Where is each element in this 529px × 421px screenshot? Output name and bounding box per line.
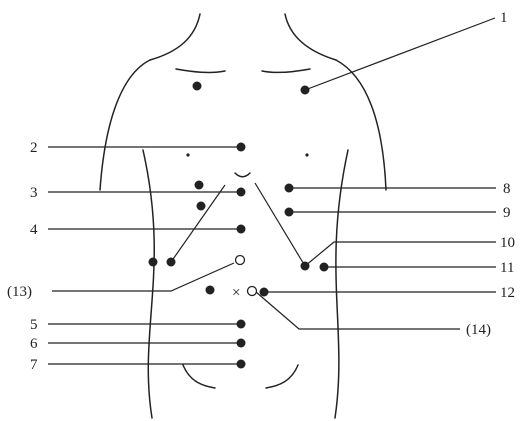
neck-right [285,14,336,60]
pubic-curve-right [266,365,298,388]
leader-diagonal-right [255,183,305,266]
point-7 [237,360,246,369]
shoulder-arm-left [100,60,150,190]
label-6: 6 [30,336,38,352]
point-2 [237,143,246,152]
label-1: 1 [500,10,508,26]
point-8 [285,184,294,193]
point-1 [301,86,310,95]
point-13-open [236,256,245,265]
leader-diagonal-left [171,185,225,262]
label-2: 2 [30,140,38,156]
torso-outline [100,14,386,418]
leader-1 [305,18,495,90]
nipple-right [305,153,308,156]
neck-left [150,14,200,60]
label-3: 3 [30,185,38,201]
point-left-lower-abdomen [206,286,215,295]
point-9 [285,208,294,217]
point-left-upper-abdomen-a [195,181,204,190]
label-10: 10 [500,235,515,251]
point-5 [237,320,246,329]
waist-left [143,150,154,418]
leader-13 [52,263,234,291]
nipple-left [186,153,189,156]
point-left-flank-inner [167,258,176,267]
solid-points [149,82,329,369]
leader-14 [256,292,460,329]
leader-10 [305,242,496,266]
leader-lines [48,18,496,364]
label-8: 8 [503,181,511,197]
point-10 [301,262,310,271]
label-14: (14) [466,322,491,338]
point-left-upper-abdomen-b [197,202,206,211]
clavicle-left [176,69,225,72]
point-6 [237,339,246,348]
xiphoid-mark [235,173,250,177]
label-11: 11 [500,260,514,276]
point-14-open [248,287,257,296]
pubic-curve-left [183,365,215,388]
point-4 [237,225,246,234]
label-13: (13) [7,284,32,300]
label-7: 7 [30,357,38,373]
label-12: 12 [500,285,515,301]
label-4: 4 [30,222,38,238]
point-left-flank-outer [149,258,158,267]
point-12 [260,288,269,297]
clavicle-right [262,69,310,72]
navel-cross-mark: × [232,285,240,301]
label-5: 5 [30,317,38,333]
point-left-chest [193,82,202,91]
label-9: 9 [503,205,511,221]
point-3 [237,188,246,197]
point-11 [320,263,329,272]
waist-right [335,150,348,418]
